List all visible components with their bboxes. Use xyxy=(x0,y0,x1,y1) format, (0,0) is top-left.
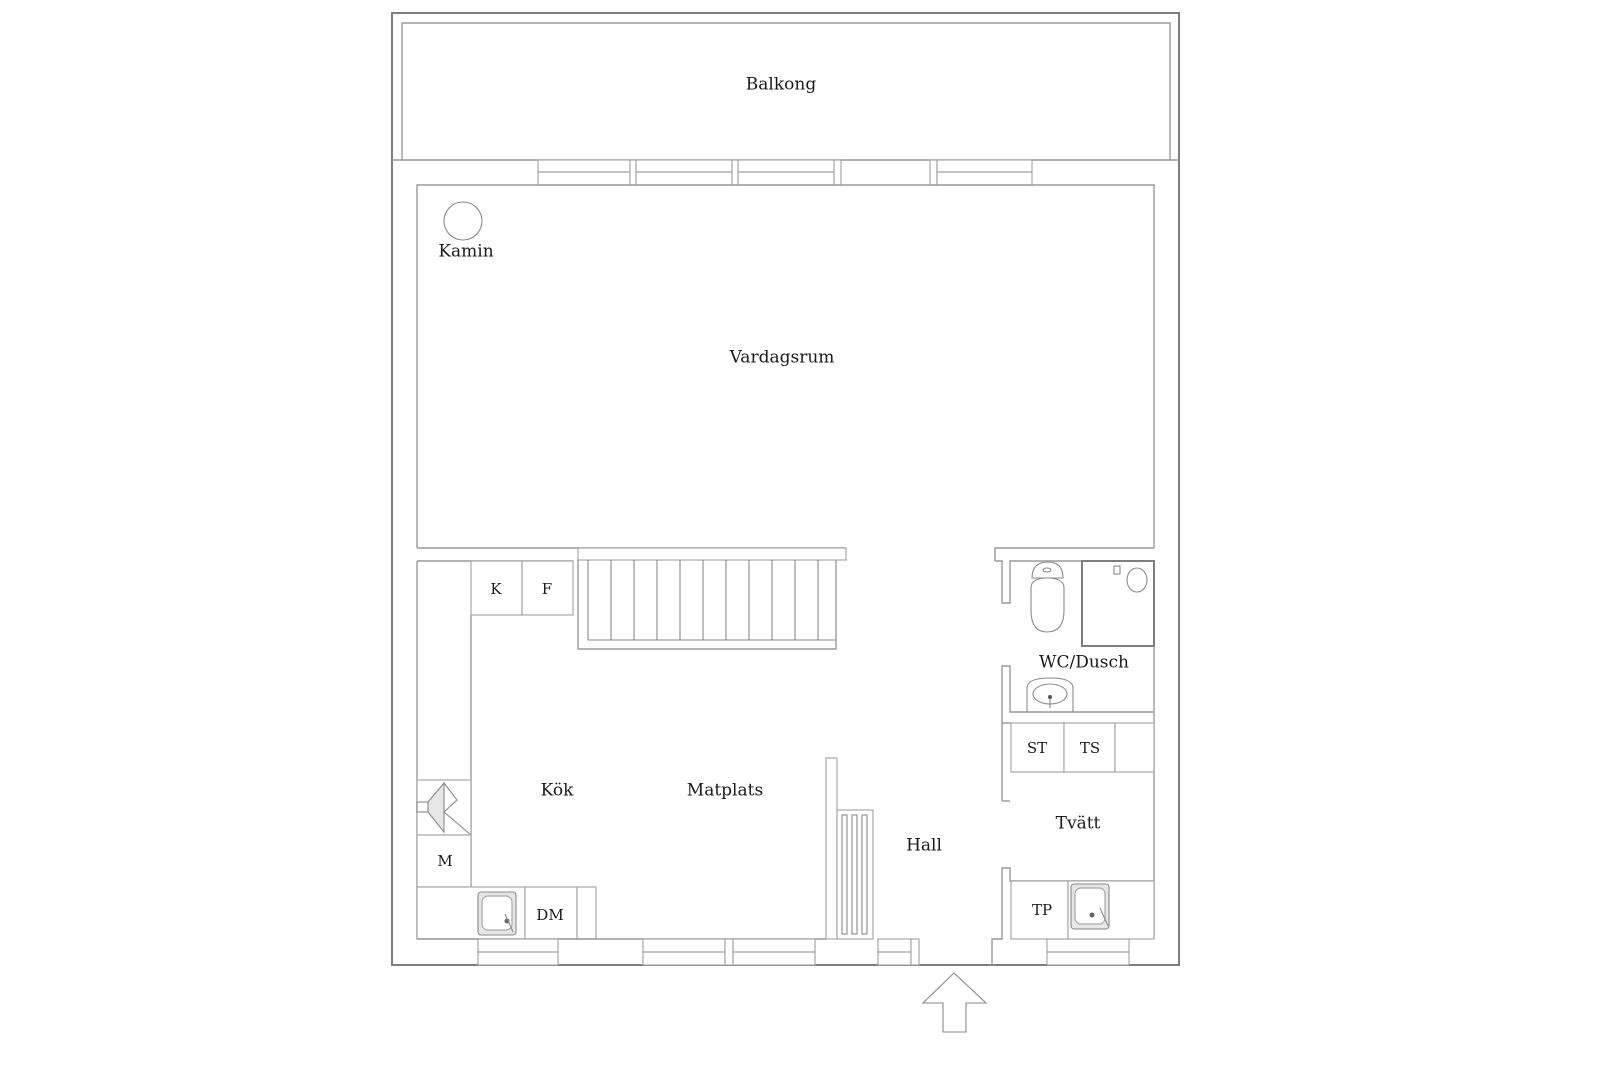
laundry-sink-icon xyxy=(1070,883,1110,930)
dryer-cell xyxy=(1063,722,1116,773)
washbasin-icon xyxy=(1026,677,1074,712)
entrance-arrow-icon xyxy=(921,972,988,1033)
radiator-icon xyxy=(836,809,874,940)
room-label-laundry: Tvätt xyxy=(1056,814,1101,834)
staircase-icon xyxy=(577,560,837,650)
label-fridge: K xyxy=(490,580,502,598)
fireplace-circle-icon xyxy=(443,201,483,241)
room-label-hall: Hall xyxy=(906,836,942,856)
label-washing-machine: TP xyxy=(1032,901,1052,919)
label-dryer: TS xyxy=(1080,739,1100,757)
label-drying-cabinet: ST xyxy=(1027,739,1047,757)
living-room-wall xyxy=(416,184,1155,548)
stair-rail xyxy=(577,547,847,561)
label-fireplace: Kamin xyxy=(438,242,493,262)
drying-cabinet-cell xyxy=(1010,722,1065,773)
toilet-icon xyxy=(1030,561,1065,633)
sink-icon xyxy=(477,891,517,936)
partition-wall xyxy=(825,757,838,940)
label-freezer: F xyxy=(542,580,552,598)
room-label-kitchen: Kök xyxy=(541,781,574,801)
microwave-cell xyxy=(416,834,472,888)
label-microwave: M xyxy=(437,852,452,870)
fridge-cell xyxy=(470,560,523,616)
label-dishwasher: DM xyxy=(536,906,563,924)
dishwasher-cell xyxy=(524,886,578,940)
room-label-dining: Matplats xyxy=(687,781,763,801)
room-label-balcony: Balkong xyxy=(746,75,817,95)
window-top xyxy=(537,159,1033,186)
room-label-living-room: Vardagsrum xyxy=(729,348,835,368)
freezer-cell xyxy=(521,560,574,616)
washing-machine-cell xyxy=(1010,880,1069,940)
window-bottom xyxy=(417,938,1130,966)
shower-icon xyxy=(1081,560,1155,647)
room-label-bathroom: WC/Dusch xyxy=(1039,653,1129,673)
